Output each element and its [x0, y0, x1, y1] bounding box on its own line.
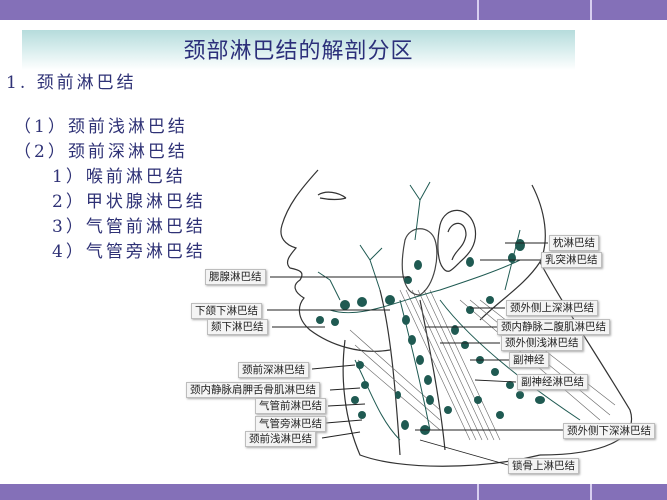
label-paratracheal-nodes: 气管旁淋巴结 — [255, 416, 326, 432]
bar-divider — [590, 484, 592, 500]
label-parotid-nodes: 腮腺淋巴结 — [205, 269, 266, 285]
outline-item: 1）喉前淋巴结 — [52, 167, 186, 187]
bottom-footer-bar — [0, 484, 667, 500]
outline-item: 3）气管前淋巴结 — [52, 217, 206, 237]
outline-item: （1）颈前浅淋巴结 — [14, 117, 188, 137]
label-submandibular-nodes: 下颌下淋巴结 — [191, 303, 262, 319]
label-pretracheal-nodes: 气管前淋巴结 — [255, 398, 326, 414]
top-header-bar — [0, 0, 667, 20]
bar-divider — [590, 0, 592, 20]
label-jugulodigastric-nodes: 颈内静脉二腹肌淋巴结 — [497, 319, 610, 335]
label-anterior-superficial-cervical-nodes: 颈前浅淋巴结 — [245, 431, 316, 447]
label-lower-deep-lateral-cervical-nodes: 颈外侧下深淋巴结 — [563, 423, 655, 439]
label-accessory-nerve: 副神经 — [509, 352, 549, 368]
slide-title: 颈部淋巴结的解剖分区 — [183, 39, 414, 64]
label-jugulo-omohyoid-nodes: 颈内静脉肩胛舌骨肌淋巴结 — [186, 382, 320, 398]
label-upper-deep-lateral-cervical-nodes: 颈外侧上深淋巴结 — [506, 300, 598, 316]
label-superficial-lateral-cervical-nodes: 颈外侧浅淋巴结 — [501, 335, 583, 351]
label-anterior-deep-cervical-nodes: 颈前深淋巴结 — [238, 362, 309, 378]
outline-item: （2）颈前深淋巴结 — [14, 142, 188, 162]
outline-item: 1. 颈前淋巴结 — [6, 73, 137, 93]
label-occipital-nodes: 枕淋巴结 — [549, 235, 599, 251]
label-accessory-nerve-nodes: 副神经淋巴结 — [517, 374, 588, 390]
bar-divider — [477, 484, 479, 500]
label-supraclavicular-nodes: 锁骨上淋巴结 — [508, 458, 579, 474]
label-submental-nodes: 颏下淋巴结 — [207, 319, 268, 335]
bar-divider — [477, 0, 479, 20]
title-band: 颈部淋巴结的解剖分区 — [22, 30, 575, 70]
outline-item: 4）气管旁淋巴结 — [52, 242, 206, 262]
label-mastoid-nodes: 乳突淋巴结 — [541, 252, 602, 268]
outline-item: 2）甲状腺淋巴结 — [52, 192, 206, 212]
